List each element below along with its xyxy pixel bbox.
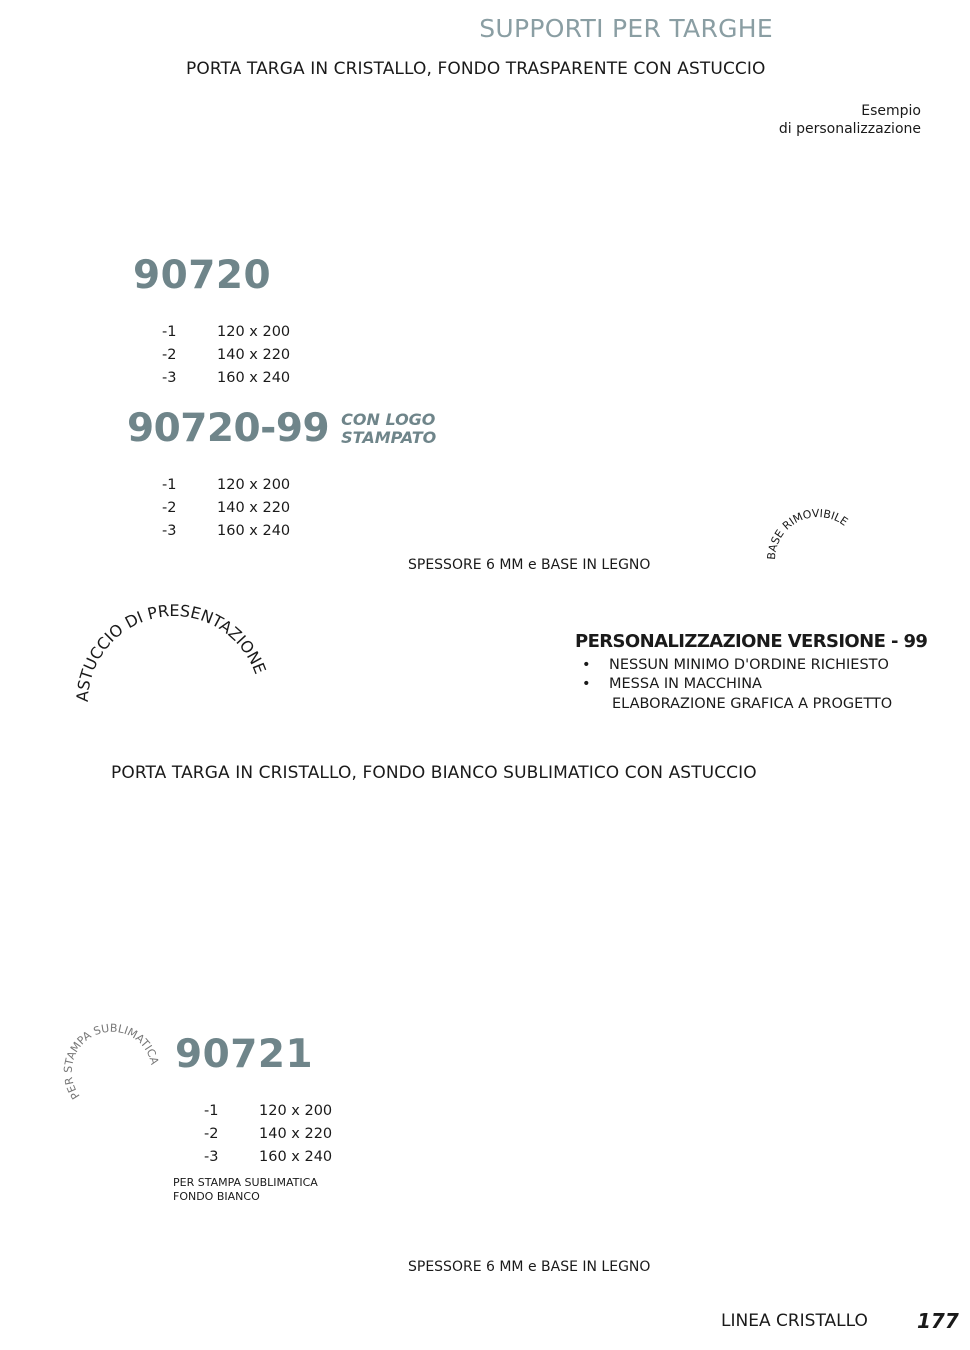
size-list-90720: -1 120 x 200 -2 140 x 220 -3 160 x 240 xyxy=(162,324,290,393)
bullet: • xyxy=(582,676,591,692)
logo-tag: CON LOGO STAMPATO xyxy=(341,411,436,447)
thickness-note-1: SPESSORE 6 MM e BASE IN LEGNO xyxy=(408,557,651,573)
base-curved-label: BASE RIMOVIBILE xyxy=(765,507,850,560)
case-curved-text: ASTUCCIO DI PRESENTAZIONE xyxy=(73,601,270,702)
product-code-90720-99: 90720-99 xyxy=(127,406,330,451)
note-line-2: FONDO BIANCO xyxy=(173,1190,260,1203)
personalization-title: PERSONALIZZAZIONE VERSIONE - 99 xyxy=(575,631,928,652)
size-row: -2 140 x 220 xyxy=(204,1126,332,1149)
size-row: -1 120 x 200 xyxy=(204,1103,332,1126)
size: 120 x 200 xyxy=(217,477,291,493)
thickness-note-2: SPESSORE 6 MM e BASE IN LEGNO xyxy=(408,1259,651,1275)
size: 160 x 240 xyxy=(217,523,291,539)
variant: -3 xyxy=(162,370,177,386)
footer-line-name: LINEA CRISTALLO xyxy=(721,1311,868,1331)
list-item: • MESSA IN MACCHINA xyxy=(582,675,892,694)
page-title: SUPPORTI PER TARGHE xyxy=(479,14,773,43)
product-code-90721: 90721 xyxy=(175,1032,314,1077)
product-code-90720: 90720 xyxy=(133,253,272,298)
size: 120 x 200 xyxy=(217,324,291,340)
size: 140 x 220 xyxy=(217,500,291,516)
variant: -2 xyxy=(162,500,177,516)
bullet: • xyxy=(582,657,591,673)
size: 140 x 220 xyxy=(217,347,291,363)
note-line-1: PER STAMPA SUBLIMATICA xyxy=(173,1176,318,1189)
sublimation-curved-label: PER STAMPA SUBLIMATICA xyxy=(62,1022,162,1102)
variant: -3 xyxy=(162,523,177,539)
product-heading-90720-99: 90720-99 CON LOGO STAMPATO xyxy=(127,406,436,452)
item-text: MESSA IN MACCHINA xyxy=(609,676,762,692)
product-note-90721: PER STAMPA SUBLIMATICA FONDO BIANCO xyxy=(173,1176,318,1204)
size-row: -1 120 x 200 xyxy=(162,324,290,347)
base-curved-text: BASE RIMOVIBILE xyxy=(765,507,850,560)
tag-line-2: STAMPATO xyxy=(341,428,437,447)
extra-item: ELABORAZIONE GRAFICA A PROGETTO xyxy=(612,696,893,712)
variant: -3 xyxy=(204,1149,219,1165)
variant: -1 xyxy=(162,324,177,340)
section-subtitle-white: PORTA TARGA IN CRISTALLO, FONDO BIANCO S… xyxy=(111,763,757,783)
size: 160 x 240 xyxy=(217,370,291,386)
page-number: 177 xyxy=(917,1309,959,1333)
size-list-90721: -1 120 x 200 -2 140 x 220 -3 160 x 240 xyxy=(204,1103,332,1172)
size-row: -3 160 x 240 xyxy=(204,1149,332,1172)
example-line-2: di personalizzazione xyxy=(778,121,921,137)
size-row: -2 140 x 220 xyxy=(162,500,290,523)
example-line-1: Esempio xyxy=(861,103,921,119)
size: 160 x 240 xyxy=(259,1149,333,1165)
sublimation-curved-text: PER STAMPA SUBLIMATICA xyxy=(62,1022,162,1102)
section-subtitle-transparent: PORTA TARGA IN CRISTALLO, FONDO TRASPARE… xyxy=(186,59,766,79)
variant: -1 xyxy=(204,1103,219,1119)
list-item: • NESSUN MINIMO D'ORDINE RICHIESTO xyxy=(582,656,892,675)
size-row: -2 140 x 220 xyxy=(162,347,290,370)
personalization-list: • NESSUN MINIMO D'ORDINE RICHIESTO • MESSA… xyxy=(582,656,892,714)
tag-line-1: CON LOGO xyxy=(341,410,436,429)
case-curved-label: ASTUCCIO DI PRESENTAZIONE xyxy=(73,601,270,702)
variant: -2 xyxy=(204,1126,219,1142)
variant: -2 xyxy=(162,347,177,363)
size-row: -3 160 x 240 xyxy=(162,523,290,546)
size: 140 x 220 xyxy=(259,1126,333,1142)
size-row: -3 160 x 240 xyxy=(162,370,290,393)
size-row: -1 120 x 200 xyxy=(162,477,290,500)
example-caption: Esempio di personalizzazione xyxy=(779,102,921,138)
size-list-90720-99: -1 120 x 200 -2 140 x 220 -3 160 x 240 xyxy=(162,477,290,546)
size: 120 x 200 xyxy=(259,1103,333,1119)
variant: -1 xyxy=(162,477,177,493)
item-text: NESSUN MINIMO D'ORDINE RICHIESTO xyxy=(609,657,889,673)
